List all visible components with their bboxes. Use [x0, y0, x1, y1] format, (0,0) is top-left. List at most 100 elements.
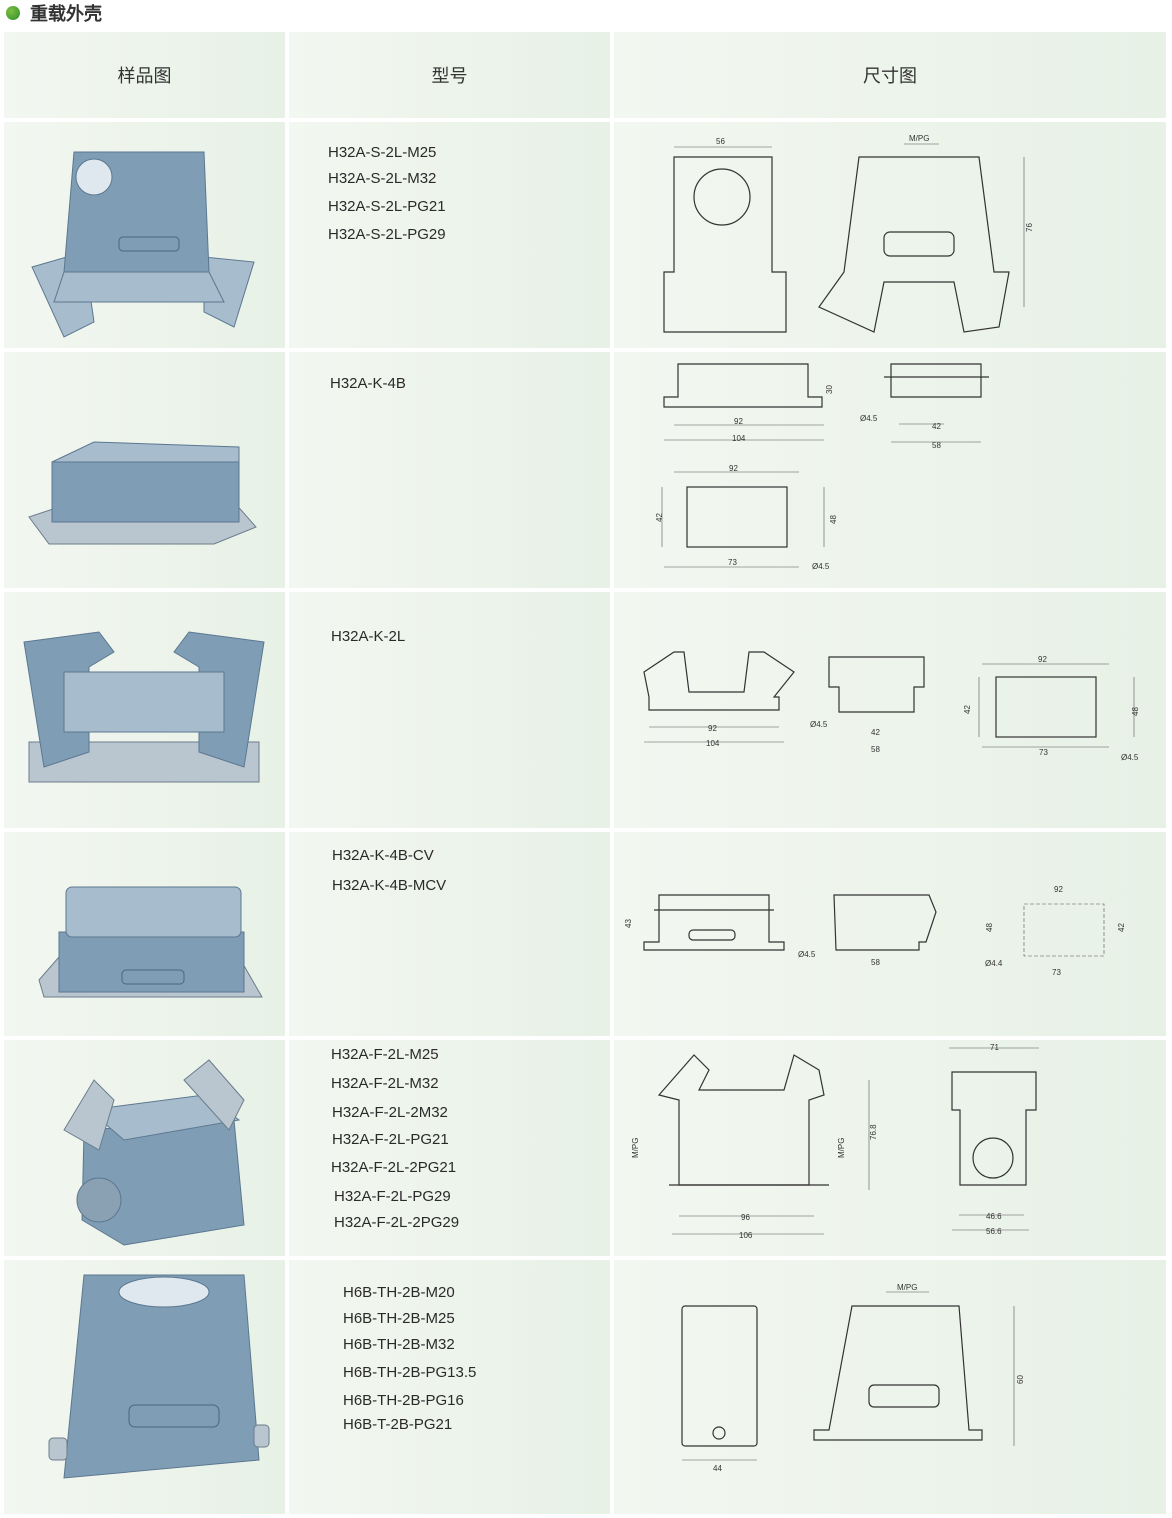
dimension-label: 76	[1025, 223, 1034, 232]
bullet-icon	[6, 6, 20, 20]
model-list: H32A-K-2L	[289, 592, 610, 828]
dimension-drawing-cell: 43 Ø4.5 58 92 48 42 Ø4.4 73	[614, 832, 1166, 1036]
dimension-label: 92	[1054, 885, 1063, 894]
dimension-label: Ø4.5	[798, 950, 816, 959]
model-number: H32A-F-2L-M25	[331, 1046, 439, 1063]
dimension-label: 104	[706, 739, 720, 748]
model-number: H32A-S-2L-M32	[328, 170, 437, 187]
model-list: H32A-K-4B-CV H32A-K-4B-MCV	[289, 832, 610, 1036]
dimension-label: 48	[829, 515, 838, 524]
dimension-label: M/PG	[837, 1138, 846, 1158]
dimension-drawing-cell: M/PG M/PG 76.8 96 106 71 46.6 56.6	[614, 1040, 1166, 1256]
product-image	[31, 151, 255, 338]
dimension-label: 73	[1052, 968, 1061, 977]
dimension-label: 42	[1117, 923, 1126, 932]
model-list: H6B-TH-2B-M20 H6B-TH-2B-M25 H6B-TH-2B-M3…	[289, 1260, 610, 1514]
dimension-label: 30	[825, 385, 834, 394]
dimension-label: 58	[932, 441, 941, 450]
dimension-label: 60	[1016, 1375, 1025, 1384]
dimension-drawing-cell: 44 M/PG 60	[614, 1260, 1166, 1514]
dimension-label: 73	[728, 558, 737, 567]
model-number: H32A-F-2L-2PG21	[331, 1159, 457, 1176]
dimension-label: 44	[713, 1464, 722, 1473]
dimension-label: 42	[963, 705, 972, 714]
dimension-label: 92	[734, 417, 743, 426]
model-number: H6B-TH-2B-PG16	[343, 1392, 464, 1409]
dimension-label: 42	[655, 513, 664, 522]
dimension-drawing-cell: 92 104 Ø4.5 42 58 92 42 48 73 Ø4.5	[614, 592, 1166, 828]
model-number: H32A-K-4B-CV	[332, 847, 434, 864]
product-image-cell	[4, 832, 285, 1036]
product-image	[63, 1059, 245, 1246]
model-number: H6B-TH-2B-M20	[343, 1284, 455, 1301]
dimension-label: 42	[871, 728, 880, 737]
product-image-cell	[4, 592, 285, 828]
dimension-label: Ø4.5	[810, 720, 828, 729]
model-number: H6B-TH-2B-M25	[343, 1310, 455, 1327]
dimension-label: 48	[1131, 707, 1140, 716]
product-image-cell	[4, 1260, 285, 1514]
dimension-label: 92	[729, 464, 738, 473]
model-number: H32A-K-4B	[330, 375, 406, 392]
dimension-label: M/PG	[909, 134, 929, 143]
model-number: H32A-K-2L	[331, 628, 406, 645]
product-image	[28, 441, 257, 545]
dimension-label: 71	[990, 1043, 999, 1052]
model-number: H6B-T-2B-PG21	[343, 1416, 453, 1433]
header-model: 型号	[289, 32, 610, 118]
header-label: 尺寸图	[863, 66, 917, 87]
dimension-label: 76.8	[869, 1124, 878, 1140]
header-sample-image: 样品图	[4, 32, 285, 118]
dimension-label: 106	[739, 1231, 753, 1240]
dimension-label: 43	[624, 919, 633, 928]
product-image-cell	[4, 122, 285, 348]
model-number: H32A-S-2L-M25	[328, 144, 437, 161]
product-image	[23, 631, 265, 783]
dimension-label: 58	[871, 745, 880, 754]
dimension-drawing-cell: 56 M/PG 76	[614, 122, 1166, 348]
dimension-label: Ø4.4	[985, 959, 1003, 968]
section-title-text: 重载外壳	[30, 4, 102, 25]
dimension-label: 42	[932, 422, 941, 431]
header-label: 型号	[431, 66, 468, 87]
model-number: H32A-F-2L-M32	[331, 1075, 439, 1092]
product-image-cell	[4, 1040, 285, 1256]
section-title: 重载外壳	[6, 0, 102, 26]
dimension-label: 56	[716, 137, 725, 146]
dimension-drawing: 30 92 104 Ø4.5 42 58 92 42 48 73 Ø4.5	[655, 363, 989, 571]
dimension-label: 48	[985, 923, 994, 932]
dimension-label: Ø4.5	[1121, 753, 1139, 762]
dimension-label: M/PG	[631, 1138, 640, 1158]
dimension-drawing-cell: 30 92 104 Ø4.5 42 58 92 42 48 73 Ø4.5	[614, 352, 1166, 588]
dimension-label: 73	[1039, 748, 1048, 757]
dimension-drawing: M/PG M/PG 76.8 96 106 71 46.6 56.6	[631, 1043, 1039, 1240]
dimension-label: 96	[741, 1213, 750, 1222]
model-number: H32A-F-2L-2M32	[332, 1104, 448, 1121]
model-number: H32A-S-2L-PG29	[328, 226, 446, 243]
dimension-label: 56.6	[986, 1227, 1002, 1236]
dimension-drawing: 92 104 Ø4.5 42 58 92 42 48 73 Ø4.5	[643, 651, 1140, 762]
dimension-drawing: 43 Ø4.5 58 92 48 42 Ø4.4 73	[624, 885, 1126, 977]
model-list: H32A-F-2L-M25 H32A-F-2L-M32 H32A-F-2L-2M…	[289, 1040, 610, 1256]
dimension-label: Ø4.5	[812, 562, 830, 571]
model-number: H32A-F-2L-PG29	[334, 1188, 451, 1205]
model-number: H32A-K-4B-MCV	[332, 877, 447, 894]
dimension-label: Ø4.5	[860, 414, 878, 423]
header-label: 样品图	[117, 66, 172, 87]
model-number: H6B-TH-2B-PG13.5	[343, 1364, 477, 1381]
dimension-drawing: 56 M/PG 76	[663, 134, 1034, 333]
model-number: H32A-S-2L-PG21	[328, 198, 446, 215]
dimension-label: 92	[1038, 655, 1047, 664]
model-number: H32A-F-2L-2PG29	[334, 1214, 460, 1231]
dimension-drawing: 44 M/PG 60	[681, 1283, 1025, 1473]
header-dimension-drawing: 尺寸图	[614, 32, 1166, 118]
dimension-label: 104	[732, 434, 746, 443]
product-image	[48, 1274, 270, 1479]
dimension-label: 46.6	[986, 1212, 1002, 1221]
model-list: H32A-K-4B	[289, 352, 610, 588]
model-list: H32A-S-2L-M25 H32A-S-2L-M32 H32A-S-2L-PG…	[289, 122, 610, 348]
dimension-label: 58	[871, 958, 880, 967]
dimension-label: M/PG	[897, 1283, 917, 1292]
product-image-cell	[4, 352, 285, 588]
product-image	[38, 886, 263, 998]
